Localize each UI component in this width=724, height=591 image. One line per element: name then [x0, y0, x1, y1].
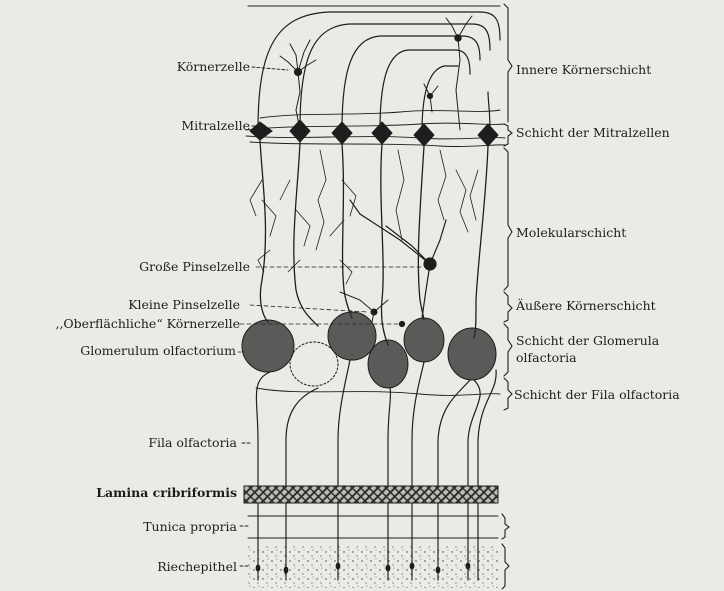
glomeruli	[238, 312, 496, 388]
riechepithel-layer	[248, 544, 498, 588]
grosse-pinselzelle-cell	[256, 200, 446, 318]
mitral-cells	[250, 120, 498, 146]
mitral-plexus	[246, 110, 505, 147]
lamina-cribriformis-band	[244, 486, 498, 503]
right-layer-brackets	[502, 4, 512, 589]
